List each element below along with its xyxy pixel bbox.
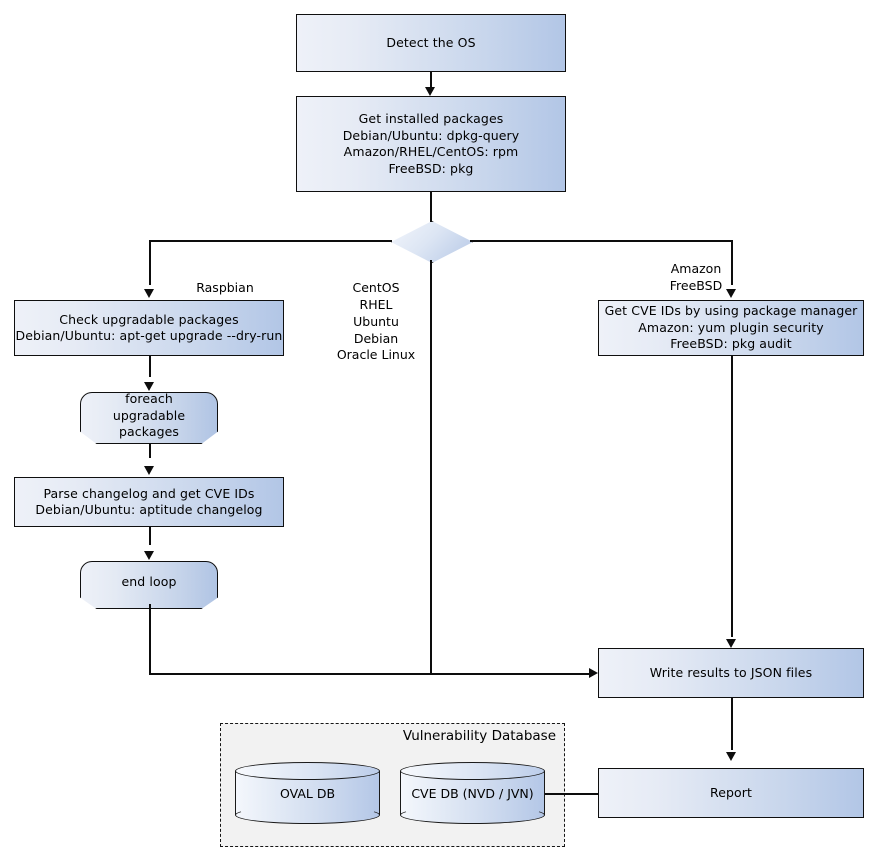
connector-cve-to-write bbox=[731, 356, 733, 637]
arrowhead-detect-to-packages bbox=[425, 87, 435, 96]
database-cve-db[interactable]: CVE DB (NVD / JVN) bbox=[400, 762, 545, 824]
database-cve-db-bottom bbox=[400, 806, 545, 824]
connector-packages-to-decision bbox=[430, 192, 432, 222]
arrowhead-check-to-foreach bbox=[144, 382, 154, 391]
connector-check-to-foreach bbox=[149, 356, 151, 377]
node-get-installed-packages[interactable]: Get installed packages Debian/Ubuntu: dp… bbox=[296, 96, 566, 192]
database-oval-db[interactable]: OVAL DB bbox=[235, 762, 380, 824]
database-oval-db-bottom bbox=[235, 806, 380, 824]
edge-label-amazon-freebsd: Amazon FreeBSD bbox=[631, 244, 761, 295]
edge-label-raspbian-text: Raspbian bbox=[196, 279, 254, 295]
database-cve-db-top bbox=[400, 762, 545, 780]
node-detect-os[interactable]: Detect the OS bbox=[296, 14, 566, 72]
connector-foreach-to-parse bbox=[149, 444, 151, 458]
connector-write-to-report bbox=[731, 698, 733, 750]
connector-decision-center-vertical bbox=[430, 260, 432, 674]
connector-vulndb-to-report bbox=[545, 793, 598, 795]
node-foreach-loop[interactable]: foreach upgradable packages bbox=[80, 392, 218, 444]
connector-decision-right-horizontal bbox=[470, 240, 732, 242]
arrowhead-cve-to-write bbox=[726, 639, 736, 648]
node-write-results-label: Write results to JSON files bbox=[649, 664, 813, 680]
node-detect-os-label: Detect the OS bbox=[386, 34, 476, 50]
arrowhead-parse-to-endloop bbox=[144, 551, 154, 560]
connector-endloop-down bbox=[149, 604, 151, 674]
node-parse-changelog-label: Parse changelog and get CVE IDs Debian/U… bbox=[35, 485, 263, 518]
group-vulnerability-database-title: Vulnerability Database bbox=[402, 728, 556, 744]
arrowhead-write-to-report bbox=[726, 752, 736, 761]
node-get-cve-ids-label: Get CVE IDs by using package manager Ama… bbox=[604, 303, 858, 352]
connector-decision-left-horizontal bbox=[149, 240, 392, 242]
arrowhead-decision-right bbox=[726, 289, 736, 298]
connector-decision-right-vertical bbox=[731, 240, 733, 285]
connector-parse-to-endloop bbox=[149, 527, 151, 545]
connector-decision-left-vertical bbox=[149, 240, 151, 285]
edge-label-amazon-freebsd-text: Amazon FreeBSD bbox=[669, 260, 723, 293]
node-check-upgradable-packages[interactable]: Check upgradable packages Debian/Ubuntu:… bbox=[14, 300, 284, 356]
node-parse-changelog[interactable]: Parse changelog and get CVE IDs Debian/U… bbox=[14, 477, 284, 527]
node-foreach-loop-label: foreach upgradable packages bbox=[112, 391, 186, 440]
node-end-loop[interactable]: end loop bbox=[80, 561, 218, 609]
edge-label-raspbian: Raspbian bbox=[160, 263, 290, 297]
arrowhead-decision-left bbox=[144, 289, 154, 298]
node-report-label: Report bbox=[709, 784, 753, 800]
edge-label-center-os-list-text: CentOS RHEL Ubuntu Debian Oracle Linux bbox=[336, 279, 416, 363]
node-write-results[interactable]: Write results to JSON files bbox=[598, 648, 864, 698]
node-get-cve-ids[interactable]: Get CVE IDs by using package manager Ama… bbox=[598, 300, 864, 356]
node-os-decision[interactable] bbox=[391, 221, 473, 263]
database-oval-db-label: OVAL DB bbox=[279, 785, 336, 801]
node-get-installed-packages-label: Get installed packages Debian/Ubuntu: dp… bbox=[342, 111, 520, 176]
node-end-loop-label: end loop bbox=[121, 574, 177, 590]
node-report[interactable]: Report bbox=[598, 768, 864, 818]
arrowhead-foreach-to-parse bbox=[144, 466, 154, 475]
connector-endloop-to-write-horizontal bbox=[149, 673, 589, 675]
database-oval-db-top bbox=[235, 762, 380, 780]
edge-label-center-os-list: CentOS RHEL Ubuntu Debian Oracle Linux bbox=[311, 263, 441, 364]
database-cve-db-label: CVE DB (NVD / JVN) bbox=[411, 785, 534, 801]
node-check-upgradable-packages-label: Check upgradable packages Debian/Ubuntu:… bbox=[15, 311, 283, 344]
arrowhead-endloop-to-write bbox=[589, 668, 598, 678]
connector-detect-to-packages bbox=[430, 72, 432, 87]
